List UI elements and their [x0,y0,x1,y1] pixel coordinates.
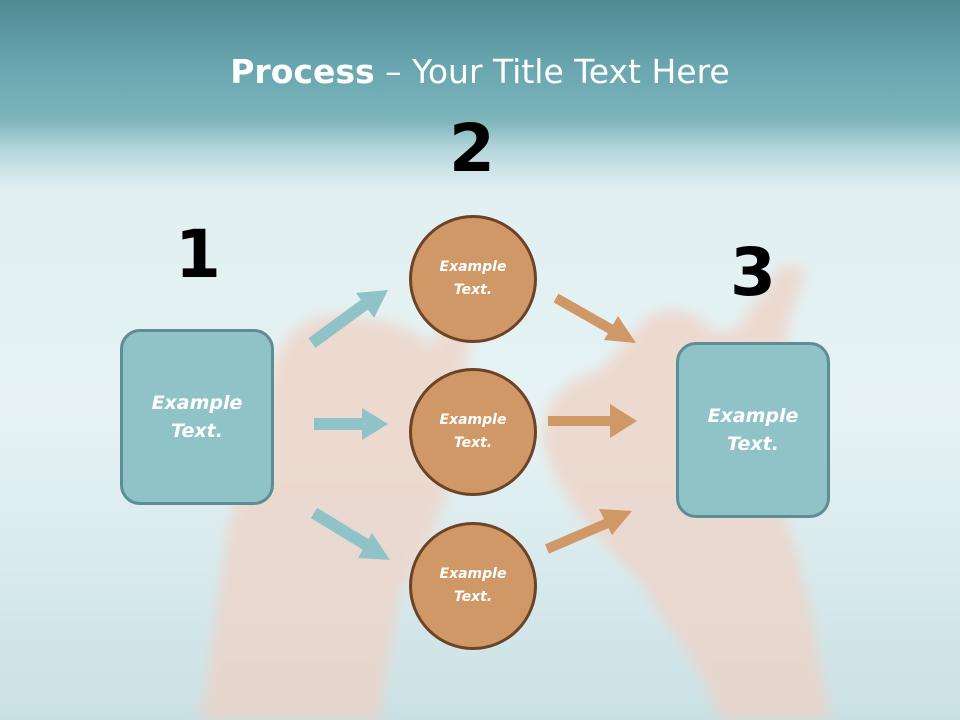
left-box: Example Text. [120,329,274,505]
circle-top: Example Text. [409,215,537,343]
teal-arrow-up-icon [308,290,388,348]
orange-arrow-right-icon [548,404,637,438]
teal-arrow-down-icon [310,507,390,560]
step-number-3: 3 [730,234,776,311]
right-box-label: Example Text. [707,404,799,456]
circle-middle: Example Text. [409,368,537,496]
step-number-1: 1 [175,216,221,293]
right-box: Example Text. [676,342,830,518]
title-bold: Process [230,52,375,91]
step-number-2: 2 [449,110,495,187]
circle-middle-label: Example Text. [439,411,507,451]
circle-top-label: Example Text. [439,258,507,298]
orange-arrow-up-icon [545,509,632,554]
circle-bottom: Example Text. [409,522,537,650]
teal-arrow-right-icon [314,408,388,440]
left-box-label: Example Text. [151,391,243,443]
title-rest: – Your Title Text Here [374,52,730,91]
circle-bottom-label: Example Text. [439,565,507,605]
orange-arrow-down-icon [553,293,636,343]
slide-title: Process – Your Title Text Here [0,52,960,91]
